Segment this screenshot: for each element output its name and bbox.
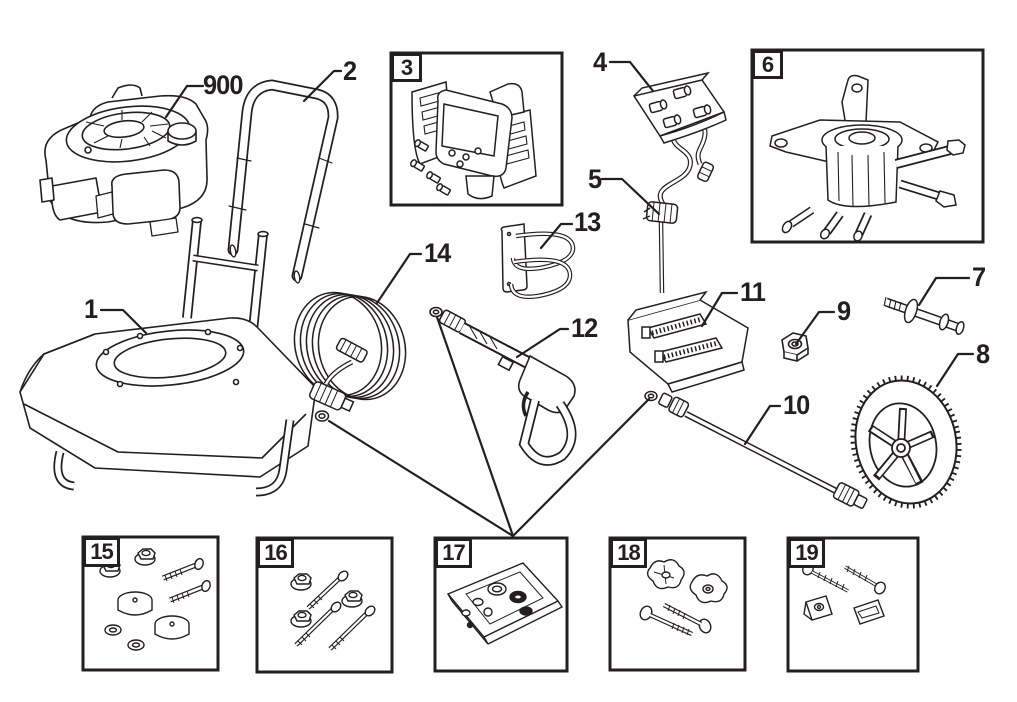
box-17-border <box>433 536 569 673</box>
spray-gun-illustration <box>429 306 577 466</box>
leader-4 <box>608 60 655 93</box>
callout-900: 900 <box>203 70 243 100</box>
siphon-tube-illustration <box>642 117 715 294</box>
leader-2 <box>302 69 343 103</box>
screw-clip-kit-illustration <box>802 562 886 625</box>
box-19-border <box>786 536 920 673</box>
axle-bolt-illustration <box>883 296 965 336</box>
leader-10 <box>743 404 782 446</box>
callout-12: 12 <box>571 313 598 343</box>
leader-13 <box>539 222 574 250</box>
box-label-19: 19 <box>788 538 825 568</box>
leader-7 <box>917 276 971 307</box>
box-label-6: 6 <box>752 50 783 79</box>
pump-illustration <box>769 74 966 242</box>
leader-14 <box>375 252 423 305</box>
leader-lines <box>99 60 975 538</box>
oring-kit-illustration <box>446 562 564 645</box>
nozzle-bag-illustration <box>627 290 749 393</box>
callout-10: 10 <box>783 390 810 420</box>
wheel-illustration <box>850 375 962 509</box>
hardware-kit-16-illustration <box>290 570 376 651</box>
engine-illustration <box>39 84 209 237</box>
callout-2: 2 <box>343 56 357 86</box>
callout-14: 14 <box>424 238 451 268</box>
box-label-17: 17 <box>435 538 472 568</box>
leader-wand-oring-to-box17 <box>511 397 651 538</box>
box-label-16: 16 <box>257 538 294 568</box>
part-boxes <box>81 48 985 674</box>
knob-bolt-kit-illustration <box>639 559 728 637</box>
box-3-border <box>389 51 564 207</box>
leader-12 <box>515 327 570 359</box>
nozzle-kit-illustration <box>632 71 727 144</box>
leader-11 <box>700 291 739 328</box>
leader-gun-oring-to-box17 <box>435 315 515 538</box>
leader-oring-to-box17 <box>327 419 515 538</box>
callout-5: 5 <box>588 164 602 194</box>
callout-1: 1 <box>84 294 98 324</box>
control-panel-illustration <box>410 81 537 200</box>
leader-1 <box>99 308 148 335</box>
callout-11: 11 <box>740 277 766 307</box>
extension-wand-illustration <box>644 390 868 509</box>
box-18-border <box>608 536 747 672</box>
callout-4: 4 <box>593 47 607 77</box>
callout-7: 7 <box>972 262 986 292</box>
leader-5 <box>600 177 661 216</box>
handle-illustration <box>227 79 339 284</box>
leader-900 <box>164 84 205 119</box>
callout-9: 9 <box>837 296 851 326</box>
leader-9 <box>794 310 836 346</box>
flange-nut-illustration <box>781 332 809 363</box>
box-label-3: 3 <box>391 53 422 82</box>
callout-8: 8 <box>976 339 990 369</box>
box-16-border <box>255 536 394 674</box>
box-15-border <box>81 535 220 672</box>
callout-13: 13 <box>574 207 601 237</box>
box-label-18: 18 <box>610 538 647 568</box>
box-label-15: 15 <box>83 537 120 567</box>
box-6-border <box>750 48 985 244</box>
accessory-holder-illustration <box>500 223 576 299</box>
pressure-hose-illustration <box>293 291 407 422</box>
frame-illustration <box>19 216 317 497</box>
leader-8 <box>935 352 975 388</box>
